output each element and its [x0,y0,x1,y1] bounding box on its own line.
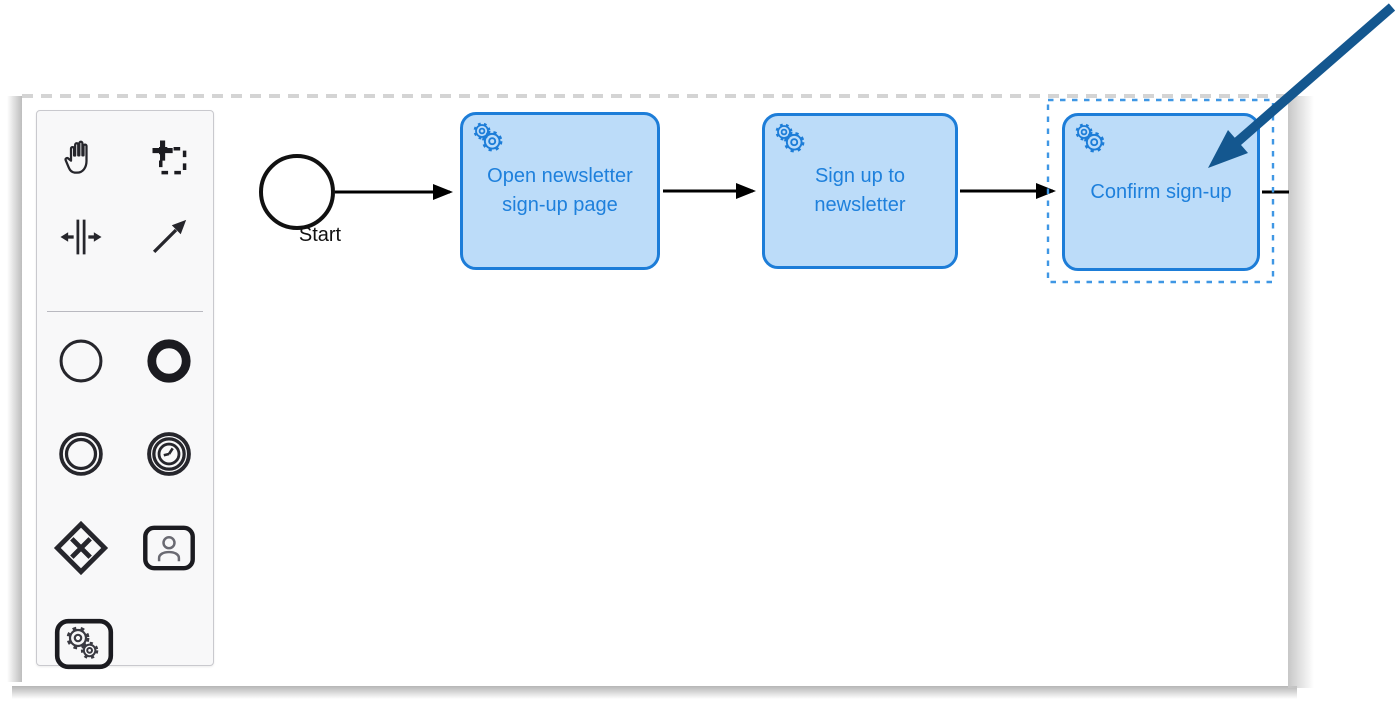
gateway-icon [53,520,109,576]
task-label: Confirm sign-up [1090,180,1232,203]
palette-create-start-event[interactable] [46,312,116,410]
hand-tool-icon [64,140,88,174]
task-label: Open newsletter sign-up page [487,165,633,216]
intermediate-event-icon [59,432,103,476]
diagram-canvas[interactable]: Open newsletter sign-up page Sign up to … [7,94,1314,699]
palette-create-timer-event[interactable] [134,410,204,498]
service-task-marker-gears-icon [473,122,503,152]
space-tool-icon [60,219,102,255]
palette-create-gateway[interactable] [46,498,116,598]
palette-create-service-task[interactable] [49,598,119,690]
start-event-icon [59,339,103,383]
palette-space-tool[interactable] [46,193,116,281]
service-task-marker-gears-icon [1075,123,1105,153]
palette-create-end-event[interactable] [134,312,204,410]
task-sign-up-to-newsletter[interactable]: Sign up to newsletter [762,113,958,269]
canvas-left-shadow [7,96,22,683]
palette-separator [47,311,203,312]
task-open-newsletter-signup-page[interactable]: Open newsletter sign-up page [460,112,660,270]
palette-create-user-task[interactable] [134,498,204,598]
palette-hand-tool[interactable] [46,121,116,193]
user-task-icon [143,525,195,571]
service-task-marker-gears-icon [775,123,805,153]
palette [36,110,214,670]
palette-create-intermediate-event[interactable] [46,410,116,498]
start-event-label: Start [298,224,342,246]
canvas-crop-dash-border [22,94,1288,98]
global-connect-icon [152,219,187,254]
timer-event-icon [147,432,191,476]
task-label: Sign up to newsletter [814,165,906,216]
palette-global-connect-tool[interactable] [134,193,204,281]
lasso-tool-icon [152,140,187,175]
task-confirm-sign-up[interactable]: Confirm sign-up [1062,113,1260,271]
canvas-right-shadow [1288,96,1314,688]
palette-lasso-tool[interactable] [134,121,204,193]
end-event-icon [147,339,191,383]
canvas-bottom-shadow [12,686,1297,699]
service-task-icon [54,618,114,670]
